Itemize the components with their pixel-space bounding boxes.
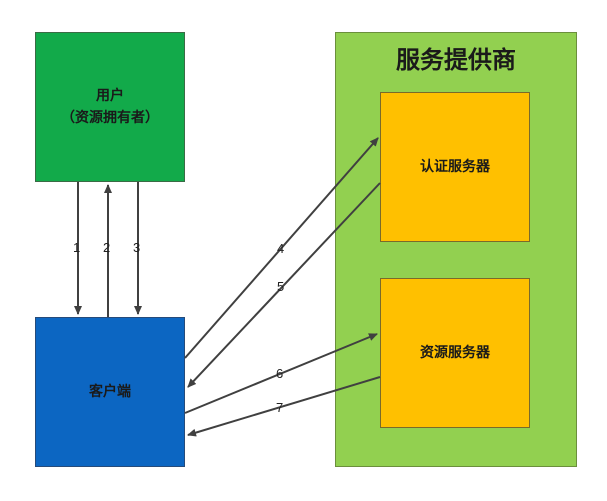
arrow-5-label: 5	[277, 279, 284, 294]
arrow-7	[187, 376, 381, 437]
client-label: 客户端	[89, 384, 131, 400]
auth-server-label: 认证服务器	[420, 159, 490, 175]
arrow-2-label: 2	[103, 240, 110, 255]
arrow-1-label: 1	[73, 240, 80, 255]
arrow-7-label: 7	[276, 400, 283, 415]
user-label: 用户	[96, 88, 124, 104]
arrow-5	[187, 182, 381, 388]
service-provider-title: 服务提供商	[396, 46, 516, 74]
arrow-6-label: 6	[276, 366, 283, 381]
arrow-4	[184, 137, 379, 359]
user-sublabel: （资源拥有者）	[61, 110, 159, 126]
auth-server-node: 认证服务器	[380, 92, 530, 242]
arrow-3-label: 3	[133, 240, 140, 255]
resource-server-node: 资源服务器	[380, 278, 530, 428]
arrow-6	[184, 333, 378, 414]
user-node: 用户 （资源拥有者）	[35, 32, 185, 182]
arrow-4-label: 4	[277, 241, 284, 256]
resource-server-label: 资源服务器	[420, 345, 490, 361]
client-node: 客户端	[35, 317, 185, 467]
